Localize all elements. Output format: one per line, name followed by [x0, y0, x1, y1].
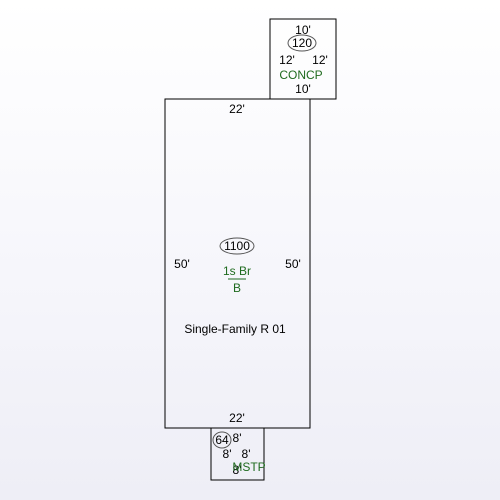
porch-bottom-dimension: 10' — [295, 82, 311, 96]
main-house-left-dimension: 50' — [174, 257, 190, 271]
stoop-code: MSTP — [232, 460, 265, 474]
porch-top-dimension: 10' — [295, 23, 311, 37]
stoop-top-dimension: 8' — [233, 431, 242, 445]
stoop-right-dimension: 8' — [242, 447, 251, 461]
stoop-area-ellipse — [212, 431, 232, 449]
main-house-top-dimension: 22' — [229, 102, 245, 116]
porch-left-dimension: 12' — [279, 53, 295, 67]
stoop-outline — [210, 427, 265, 481]
porch-area-value: 120 — [292, 36, 312, 50]
main-house-code-bottom: B — [233, 281, 241, 295]
main-house-bottom-dimension: 22' — [229, 411, 245, 425]
main-house-description: Single-Family R 01 — [184, 322, 286, 336]
main-house-section[interactable]: 22' 1100 50' 50' 1s Br B Single-Family R… — [164, 98, 311, 429]
main-house-area-value: 1100 — [224, 239, 250, 253]
porch-right-dimension: 12' — [312, 53, 328, 67]
porch-section[interactable]: 10' 120 12' 12' CONCP 10' — [269, 18, 337, 100]
stoop-bottom-dimension: 8' — [233, 463, 242, 477]
porch-area-ellipse — [287, 34, 317, 52]
main-house-right-dimension: 50' — [285, 257, 301, 271]
stoop-section[interactable]: 8' 64 8' 8' 8' MSTP — [210, 427, 266, 481]
stoop-left-dimension: 8' — [223, 447, 232, 461]
main-house-code-top: 1s Br — [223, 264, 251, 278]
porch-code: CONCP — [279, 68, 322, 82]
stoop-area-value: 64 — [215, 433, 229, 447]
main-house-area-ellipse — [219, 237, 255, 255]
